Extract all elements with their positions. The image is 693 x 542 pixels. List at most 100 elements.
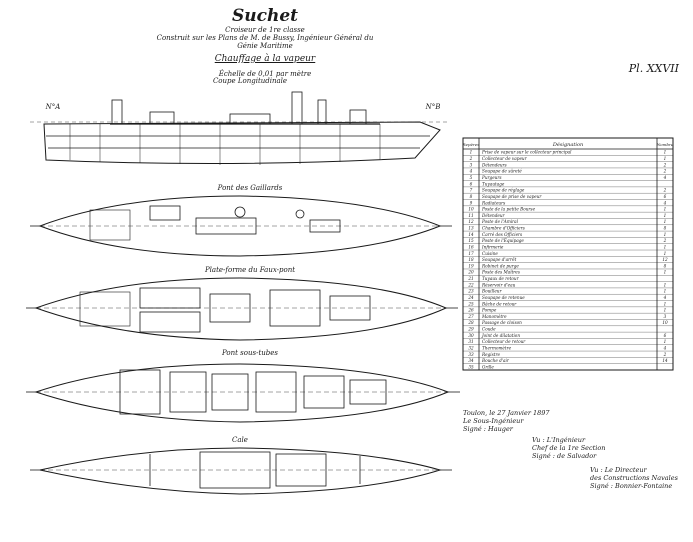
legend-row-number: 13 <box>468 226 474 231</box>
ship-class: Croiseur de 1re classe <box>225 26 305 34</box>
legend-table <box>462 137 674 371</box>
legend-row-label: Détendeurs <box>481 162 507 167</box>
legend-row-quantity: 1 <box>664 219 667 224</box>
legend-row-number: 32 <box>468 345 474 350</box>
legend-row-quantity: 2 <box>663 169 667 174</box>
legend-row-label: Réservoir d'eau <box>481 282 516 287</box>
legend-row-number: 4 <box>469 169 473 174</box>
legend-row-label: Détendeur <box>481 213 506 218</box>
legend-row-quantity: 1 <box>664 213 667 218</box>
legend-row-quantity: 4 <box>663 345 667 350</box>
plan-gaillards <box>30 195 452 257</box>
legend-row-number: 31 <box>468 339 473 344</box>
legend-row-number: 1 <box>470 150 473 155</box>
legend-row-number: 10 <box>468 207 474 212</box>
funnel-aft <box>317 99 327 125</box>
legend-row-number: 15 <box>468 238 474 243</box>
legend-row-number: 29 <box>467 327 474 332</box>
legend-row-quantity: 1 <box>664 289 667 294</box>
legend-row-quantity: 1 <box>664 301 667 306</box>
signature-name: Signé : Hauger <box>463 425 513 433</box>
legend-row-quantity: 4 <box>663 295 667 300</box>
legend-row-number: 3 <box>470 162 473 167</box>
legend-row-label: Purgeurs <box>481 175 502 180</box>
legend-row-quantity: 1 <box>664 150 667 155</box>
legend-row-label: Poste de la petite Bourse <box>481 207 536 212</box>
legend-row-number: 33 <box>468 352 474 357</box>
signature-block-2: Vu : L'Ingénieur Chef de la 1re Section … <box>532 436 605 460</box>
designer-line: Construit sur les Plans de M. de Bussy, … <box>156 34 374 50</box>
signature-name: Signé : Bonnier-Fontaine <box>590 482 673 490</box>
legend-row-label: Bâche de retour <box>481 301 517 306</box>
stern-mark: N°B <box>425 103 441 111</box>
legend-header-qty: Nombre <box>656 142 674 147</box>
legend-row-label: Collecteur de vapeur <box>482 156 528 161</box>
legend-row-quantity: 2 <box>663 188 667 193</box>
legend-row-number: 23 <box>467 289 474 294</box>
signature-block-1: Toulon, le 27 Janvier 1897 Le Sous-Ingén… <box>463 409 550 433</box>
plan-batterie <box>26 277 458 341</box>
legend-row-label: Bouilleur <box>481 289 502 294</box>
legend-row-label: Registre <box>481 352 500 357</box>
legend-row-label: Radiateurs <box>481 200 505 205</box>
legend-row-label: Pompe <box>481 308 497 313</box>
legend-row-number: 17 <box>468 251 474 256</box>
legend-row-quantity: 1 <box>664 251 667 256</box>
legend-row-label: Robinet de purge <box>481 263 519 268</box>
legend-row-label: Collecteur de retour <box>482 339 526 344</box>
legend-row-label: Poste de l'Amiral <box>481 219 519 224</box>
legend-row-number: 28 <box>467 320 474 325</box>
legend-row-label: Poste des Maîtres <box>481 270 520 275</box>
title-block: Suchet Croiseur de 1re classe Construit … <box>150 6 380 78</box>
legend-row-number: 21 <box>467 276 473 281</box>
legend-row-label: Tuyaux de retour <box>482 276 520 281</box>
legend-row-number: 6 <box>470 181 473 186</box>
legend-row-quantity: 4 <box>663 200 667 205</box>
legend-row-label: Coude <box>482 327 496 332</box>
legend-row-number: 12 <box>468 219 474 224</box>
legend-row-quantity: 8 <box>664 263 667 268</box>
legend-row-number: 25 <box>467 301 474 306</box>
plan-cale <box>30 447 452 495</box>
legend-row-quantity: 1 <box>664 156 667 161</box>
legend-row-label: Soupape d'arrêt <box>482 257 517 262</box>
caption-faux-pont: Pont sous-tubes <box>222 349 278 357</box>
signature-name: Signé : de Salvador <box>532 452 597 460</box>
legend-row-label: Passage de cloison <box>481 320 522 325</box>
legend-row-number: 35 <box>468 364 474 369</box>
legend-row-label: Chambre d'Officiers <box>482 226 525 231</box>
legend-header-designation: Désignation <box>552 141 583 148</box>
legend-row-label: Prise de vapeur sur le collecteur princi… <box>481 150 572 155</box>
legend-row-label: Joint de dilatation <box>481 333 520 338</box>
plate-number: Pl. XXVII <box>628 62 679 75</box>
drawing-heading: Chauffage à la vapeur <box>214 54 316 64</box>
legend-row-number: 30 <box>468 333 474 338</box>
legend-row-label: Soupape de prise de vapeur <box>482 194 542 199</box>
legend-row-label: Soupape de sûreté <box>482 169 522 174</box>
legend-row-quantity: 1 <box>664 232 667 237</box>
legend-row-number: 11 <box>468 213 473 218</box>
legend-row-quantity: 6 <box>664 333 667 338</box>
signature-date: Toulon, le 27 Janvier 1897 <box>463 409 550 417</box>
longitudinal-section <box>30 91 450 165</box>
caption-cale: Cale <box>232 436 248 444</box>
legend-row-number: 9 <box>470 200 473 205</box>
plan-faux-pont <box>26 363 460 423</box>
legend-row-quantity: 6 <box>664 194 667 199</box>
legend-row-quantity: 14 <box>662 358 668 363</box>
legend-row-quantity: 2 <box>663 352 667 357</box>
legend-row-quantity: 10 <box>662 320 668 325</box>
legend-row-quantity: 1 <box>664 207 667 212</box>
legend-row-label: Infirmerie <box>481 244 504 249</box>
legend-row-number: 20 <box>467 270 474 275</box>
legend-row-number: 22 <box>467 282 474 287</box>
legend-row-number: 27 <box>467 314 474 319</box>
funnel-fore <box>111 99 123 125</box>
legend-row-label: Grille <box>482 364 494 369</box>
legend-row-label: Tuyautage <box>482 181 505 186</box>
caption-longitudinal: Coupe Longitudinale <box>212 77 288 85</box>
legend-row-quantity: 2 <box>663 162 667 167</box>
legend-row-number: 19 <box>468 263 474 268</box>
